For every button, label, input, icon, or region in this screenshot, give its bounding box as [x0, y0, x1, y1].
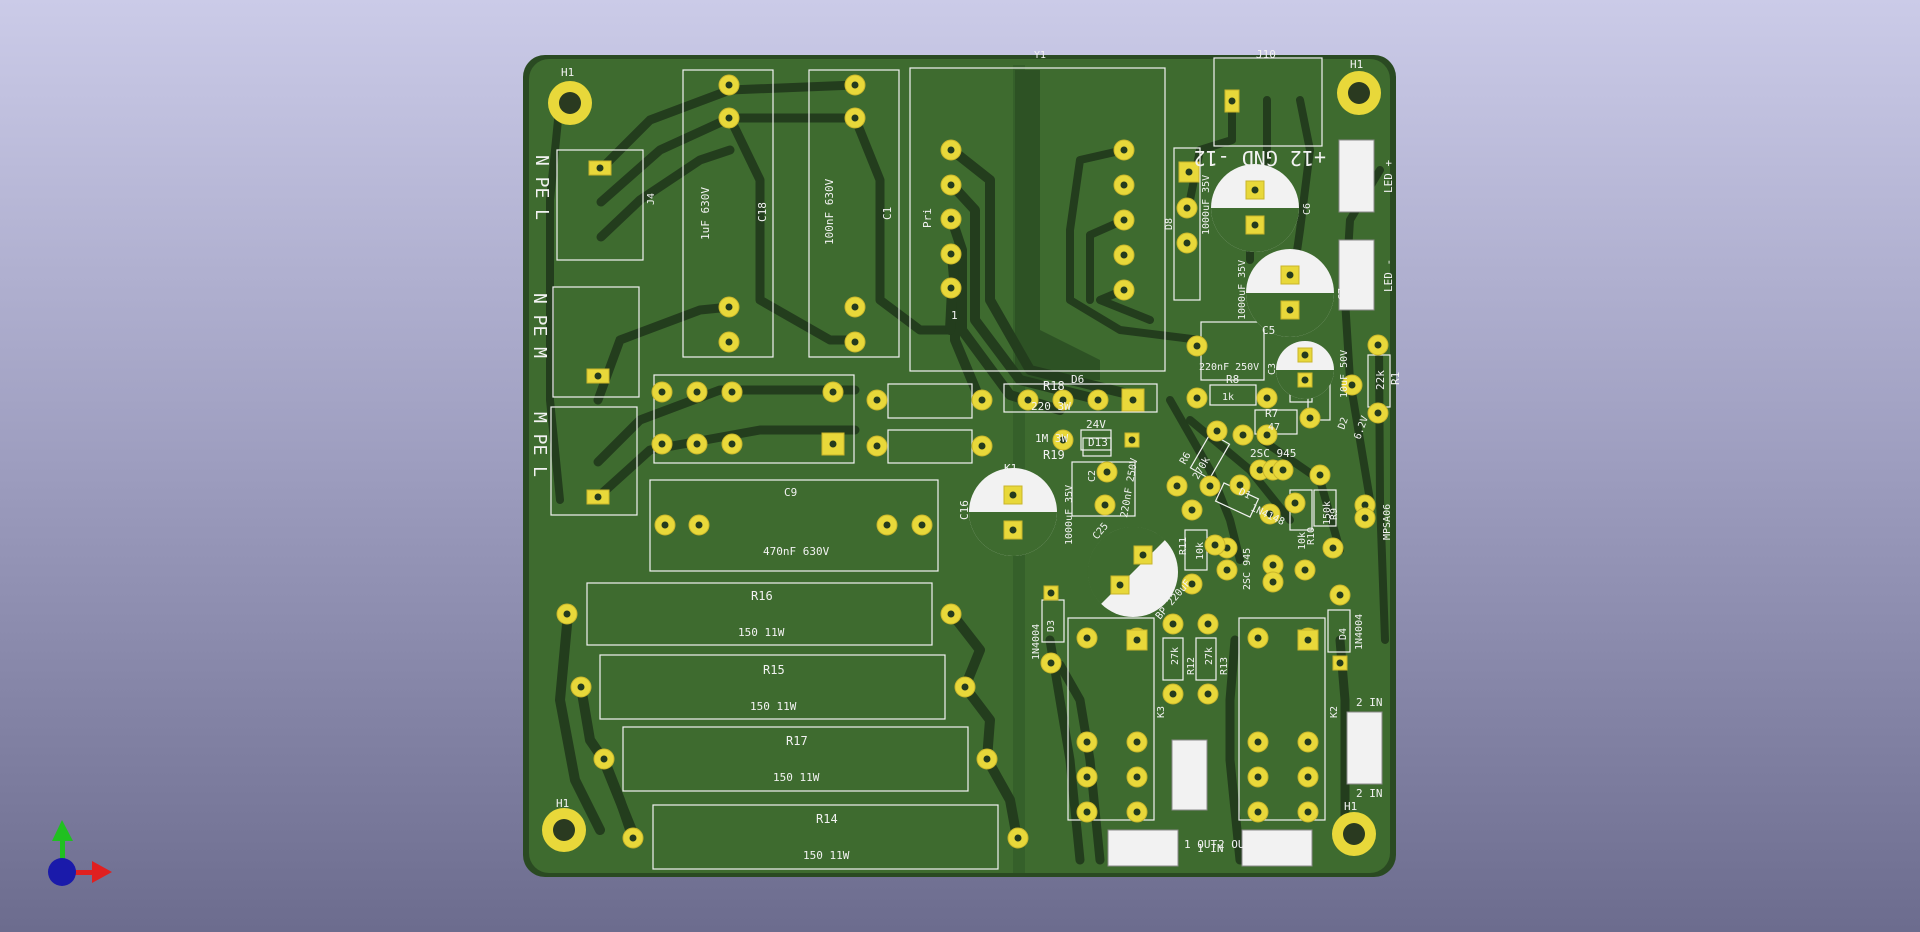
- y-axis-arrowhead: [52, 820, 73, 841]
- label-d3: D3: [1046, 620, 1057, 632]
- label-r17: R17: [786, 734, 808, 748]
- label-low-pins: M PE L: [529, 412, 550, 477]
- label-r11-value: 10k: [1195, 542, 1206, 560]
- label-r19: R19: [1043, 448, 1065, 462]
- label-r19-value: 1M 3W: [1035, 432, 1068, 445]
- label-r8: R8: [1226, 373, 1239, 386]
- label-c7-value: 1000uF 35V: [1237, 260, 1248, 320]
- label-c5-value: 220nF 250V: [1199, 362, 1259, 373]
- label-r18-value: 220 3W: [1031, 400, 1071, 413]
- label-c2: C2: [1087, 470, 1098, 482]
- label-y1: Y1: [1034, 50, 1046, 61]
- label-c1: C1: [881, 207, 894, 220]
- label-r11: R11: [1178, 537, 1189, 555]
- label-h1-bottomright: H1: [1344, 800, 1357, 813]
- label-d2: D2: [1336, 416, 1350, 431]
- label-r10: R10: [1306, 527, 1317, 545]
- label-h1-bottomleft: H1: [556, 797, 569, 810]
- label-q2-value: 2SC 945: [1242, 548, 1253, 590]
- label-r12-value: 27k: [1170, 647, 1181, 665]
- label-k3: K3: [1156, 706, 1167, 718]
- label-r15-value: 150 11W: [750, 700, 797, 713]
- label-pri: Pri: [921, 208, 934, 228]
- silkscreen-rotated-text: J4 1uF 630V C18 100nF 630V C1 Pri D8 100…: [529, 155, 1402, 718]
- label-out1: 1 OUT: [1184, 838, 1217, 851]
- label-r7: R7: [1265, 407, 1278, 420]
- label-led-plus: LED +: [1382, 160, 1395, 193]
- label-d6: D6: [1071, 373, 1084, 386]
- label-j10: J10: [1256, 48, 1276, 61]
- silkscreen-outlines: [550, 57, 1391, 870]
- label-d4: D4: [1338, 628, 1349, 640]
- label-d1: D1: [1237, 487, 1253, 502]
- label-in1: 1 IN: [1197, 842, 1224, 855]
- silkscreen-text: H1 H1 H1 H1 Y1 J10 K1 R18 220 3W 1M 3W R…: [556, 48, 1383, 862]
- label-r8-value: 1k: [1222, 392, 1234, 403]
- label-d4-value: 1N4004: [1354, 614, 1365, 650]
- label-j4: J4: [646, 193, 657, 205]
- label-c18-value: 1uF 630V: [699, 187, 712, 240]
- label-c8-value: 1000uF 35V: [1201, 175, 1212, 235]
- label-r13-value: 27k: [1204, 647, 1215, 665]
- label-d3-value: 1N4004: [1031, 624, 1042, 660]
- label-k1: K1: [1004, 462, 1017, 475]
- label-r16-value: 150 11W: [738, 626, 785, 639]
- label-d13-value: 24V: [1086, 418, 1106, 431]
- label-c5: C5: [1262, 324, 1275, 337]
- label-r13: R13: [1219, 657, 1230, 675]
- label-q-part: 2SC 945: [1250, 447, 1296, 460]
- pads: [556, 74, 1389, 849]
- label-c3-value: 10uF 50V: [1339, 350, 1350, 398]
- label-mpsa: MPSA06: [1382, 504, 1393, 540]
- label-h1-topleft: H1: [561, 66, 574, 79]
- label-c6: C6: [1302, 203, 1313, 215]
- label-r9: R9: [1329, 508, 1340, 520]
- label-c7: C7: [1337, 288, 1348, 300]
- label-r15: R15: [763, 663, 785, 677]
- y-axis-arrow: [60, 838, 65, 868]
- label-r14: R14: [816, 812, 838, 826]
- label-r17-value: 150 11W: [773, 771, 820, 784]
- label-c3: C3: [1267, 363, 1278, 375]
- label-c1-value: 100nF 630V: [823, 178, 836, 245]
- label-in2: 2 IN: [1356, 696, 1383, 709]
- label-r16: R16: [751, 589, 773, 603]
- label-r1-value: 22k: [1374, 370, 1387, 390]
- label-k2: K2: [1329, 706, 1340, 718]
- label-r6: R6: [1178, 451, 1194, 467]
- label-r14-value: 150 11W: [803, 849, 850, 862]
- x-axis-arrowhead: [92, 861, 112, 883]
- label-r18: R18: [1043, 379, 1065, 393]
- label-c9: C9: [784, 486, 797, 499]
- label-c16-value: 1000uF 35V: [1064, 485, 1075, 545]
- label-c18: C18: [756, 202, 769, 222]
- z-axis-sphere: [48, 858, 76, 886]
- label-r10-value: 10k: [1297, 532, 1308, 550]
- high-voltage-clearance: [1015, 70, 1100, 380]
- label-r1: R1: [1389, 372, 1402, 385]
- board-surface: [529, 59, 1390, 873]
- label-out2: 2 OUT: [1218, 838, 1251, 851]
- label-led-minus: LED -: [1382, 259, 1395, 292]
- label-mid-pins: N PE M: [529, 293, 550, 358]
- label-d13: D13: [1088, 436, 1108, 449]
- electrolytic-capacitors: [969, 164, 1334, 617]
- label-c16: C16: [958, 500, 971, 520]
- label-pin-one: 1: [951, 309, 958, 322]
- label-d8: D8: [1164, 218, 1175, 230]
- orientation-axis-gizmo[interactable]: [40, 815, 120, 895]
- x-axis-arrow: [64, 870, 94, 875]
- label-in2-b: 2 IN: [1356, 787, 1383, 800]
- label-r7-value: 47: [1268, 422, 1280, 433]
- label-h1-topright: H1: [1350, 58, 1363, 71]
- label-r9-value: 150k: [1322, 501, 1333, 525]
- label-j4-pins: N PE L: [531, 155, 552, 220]
- mounting-holes: [542, 71, 1381, 856]
- label-r12: R12: [1186, 657, 1197, 675]
- label-c9-value: 470nF 630V: [763, 545, 830, 558]
- connector-blocks: [1107, 139, 1383, 867]
- label-supply: +12 GND -12: [1194, 146, 1326, 170]
